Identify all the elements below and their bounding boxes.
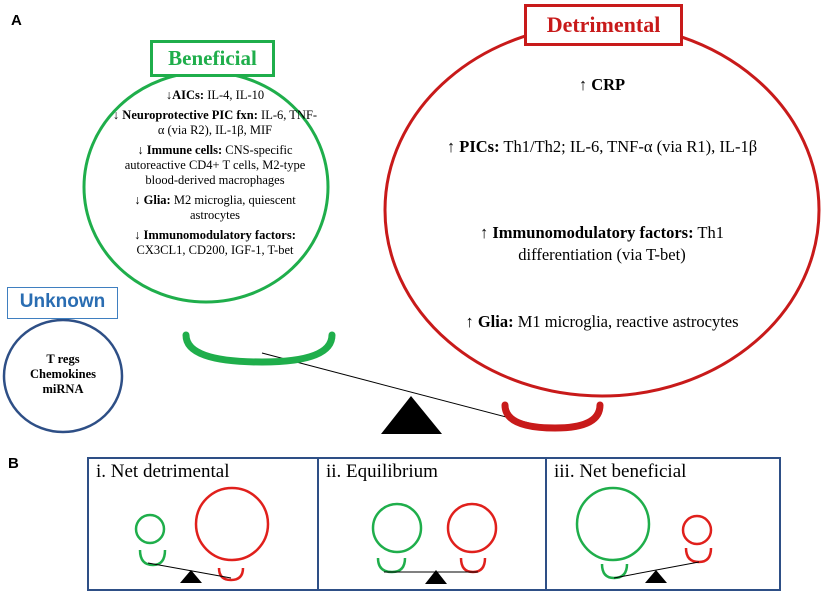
unknown-title: Unknown xyxy=(7,287,118,319)
detrimental-list: ↑ CRP ↑ PICs: Th1/Th2; IL-6, TNF-α (via … xyxy=(446,0,758,400)
detrimental-item: ↑ CRP xyxy=(578,75,626,94)
beneficial-pan xyxy=(182,331,336,366)
scenario-3-label: iii. Net beneficial xyxy=(554,461,687,482)
scenario-1-label: i. Net detrimental xyxy=(96,461,230,482)
fulcrum-triangle xyxy=(381,396,442,434)
unknown-item: T regs xyxy=(46,352,80,366)
scenario-2-scale xyxy=(371,502,498,584)
scenario-frame-3 xyxy=(545,457,781,591)
beneficial-item: ↓ Neuroprotective PIC fxn: IL-6, TNF-α (… xyxy=(112,108,318,137)
unknown-circle xyxy=(2,318,124,434)
detrimental-title: Detrimental xyxy=(524,4,683,46)
unknown-item: Chemokines xyxy=(30,367,96,381)
balance-beam xyxy=(261,352,549,429)
unknown-list: T regs Chemokines miRNA xyxy=(14,352,112,397)
scenario-1-scale xyxy=(134,486,270,583)
scenario-2-label: ii. Equilibrium xyxy=(326,461,438,482)
detrimental-item: ↑ Glia: M1 microglia, reactive astrocyte… xyxy=(465,312,739,331)
beneficial-list: ↓AICs: IL-4, IL-10 ↓ Neuroprotective PIC… xyxy=(112,88,318,263)
scenario-3-scale xyxy=(575,486,713,583)
panel-a-label: A xyxy=(11,12,22,29)
unknown-item: miRNA xyxy=(42,382,84,396)
detrimental-pan xyxy=(501,401,604,432)
beneficial-item: ↓AICs: IL-4, IL-10 xyxy=(165,88,265,102)
beneficial-item: ↓ Immunomodulatory factors: CX3CL1, CD20… xyxy=(134,228,296,257)
detrimental-item: ↑ PICs: Th1/Th2; IL-6, TNF-α (via R1), I… xyxy=(446,137,758,156)
detrimental-item: ↑ Immunomodulatory factors: Th1 differen… xyxy=(480,223,724,264)
panel-b-label: B xyxy=(8,455,19,472)
beneficial-item: ↓ Glia: M2 microglia, quiescent astrocyt… xyxy=(134,193,296,222)
beneficial-item: ↓ Immune cells: CNS-specific autoreactiv… xyxy=(124,143,306,187)
beneficial-title: Beneficial xyxy=(150,40,275,77)
